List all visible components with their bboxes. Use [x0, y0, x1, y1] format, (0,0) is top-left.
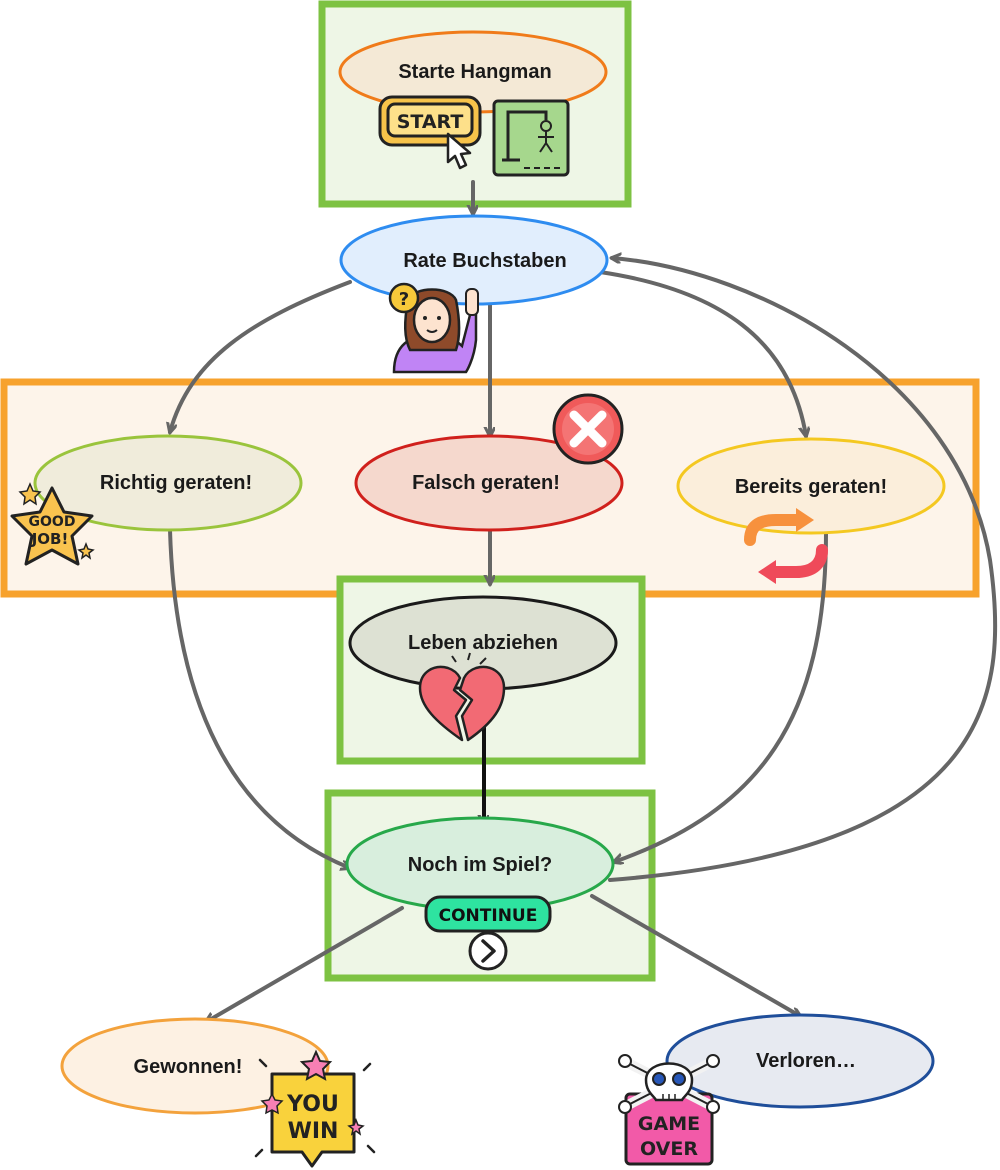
node-correct: Richtig geraten! — [33, 434, 303, 532]
game-over-line1: GAME — [638, 1113, 700, 1135]
node-start-label: Starte Hangman — [398, 61, 551, 83]
continue-button-icon: CONTINUE — [424, 895, 552, 971]
edge-guess-to-correct — [170, 280, 352, 432]
node-still-playing: Noch im Spiel? — [345, 816, 615, 912]
repeat-arrows-icon — [744, 508, 828, 584]
edge-still-playing-to-guess-loop — [608, 258, 998, 882]
node-wrong: Falsch geraten! — [354, 434, 624, 532]
game-over-line2: OVER — [640, 1138, 698, 1160]
node-won-label: Gewonnen! — [134, 1056, 243, 1078]
edge-still-playing-to-lost — [590, 894, 800, 1018]
node-already-label: Bereits geraten! — [735, 476, 887, 498]
start-button-text: START — [397, 111, 464, 133]
edges — [168, 180, 998, 1022]
you-win-icon: YOU WIN — [254, 1049, 376, 1168]
red-x-icon — [552, 393, 624, 465]
start-button-icon: START — [378, 95, 482, 170]
node-won: Gewonnen! — [60, 1017, 330, 1115]
you-win-line2: WIN — [288, 1119, 339, 1144]
node-lose-life: Leben abziehen — [348, 595, 618, 691]
node-lose-life-label: Leben abziehen — [408, 632, 558, 654]
edge-correct-to-still-playing — [168, 528, 350, 868]
gallows-icon — [492, 99, 570, 177]
continue-text: CONTINUE — [439, 906, 538, 926]
good-job-line2: JOB! — [31, 530, 69, 548]
node-lost: Verloren… — [665, 1013, 935, 1109]
node-wrong-label: Falsch geraten! — [412, 472, 560, 494]
good-job-star-icon: GOOD JOB! — [10, 482, 95, 566]
node-still-playing-label: Noch im Spiel? — [408, 854, 552, 876]
node-already: Bereits geraten! — [676, 437, 946, 535]
node-start: Starte Hangman — [338, 30, 608, 114]
node-lost-label: Verloren… — [756, 1050, 856, 1072]
edge-already-to-still-playing — [614, 531, 828, 862]
good-job-line1: GOOD — [29, 514, 76, 530]
person-raising-hand-icon: ? — [388, 282, 479, 374]
you-win-line1: YOU — [286, 1092, 339, 1117]
node-correct-label: Richtig geraten! — [100, 472, 252, 494]
game-over-skull-icon: GAME OVER — [618, 1054, 720, 1166]
broken-heart-icon — [418, 652, 506, 742]
svg-text:?: ? — [399, 289, 409, 310]
node-guess: Rate Buchstaben — [339, 214, 609, 306]
node-guess-label: Rate Buchstaben — [403, 250, 566, 272]
edge-still-playing-to-won — [206, 906, 404, 1022]
edge-guess-to-already — [598, 270, 806, 436]
